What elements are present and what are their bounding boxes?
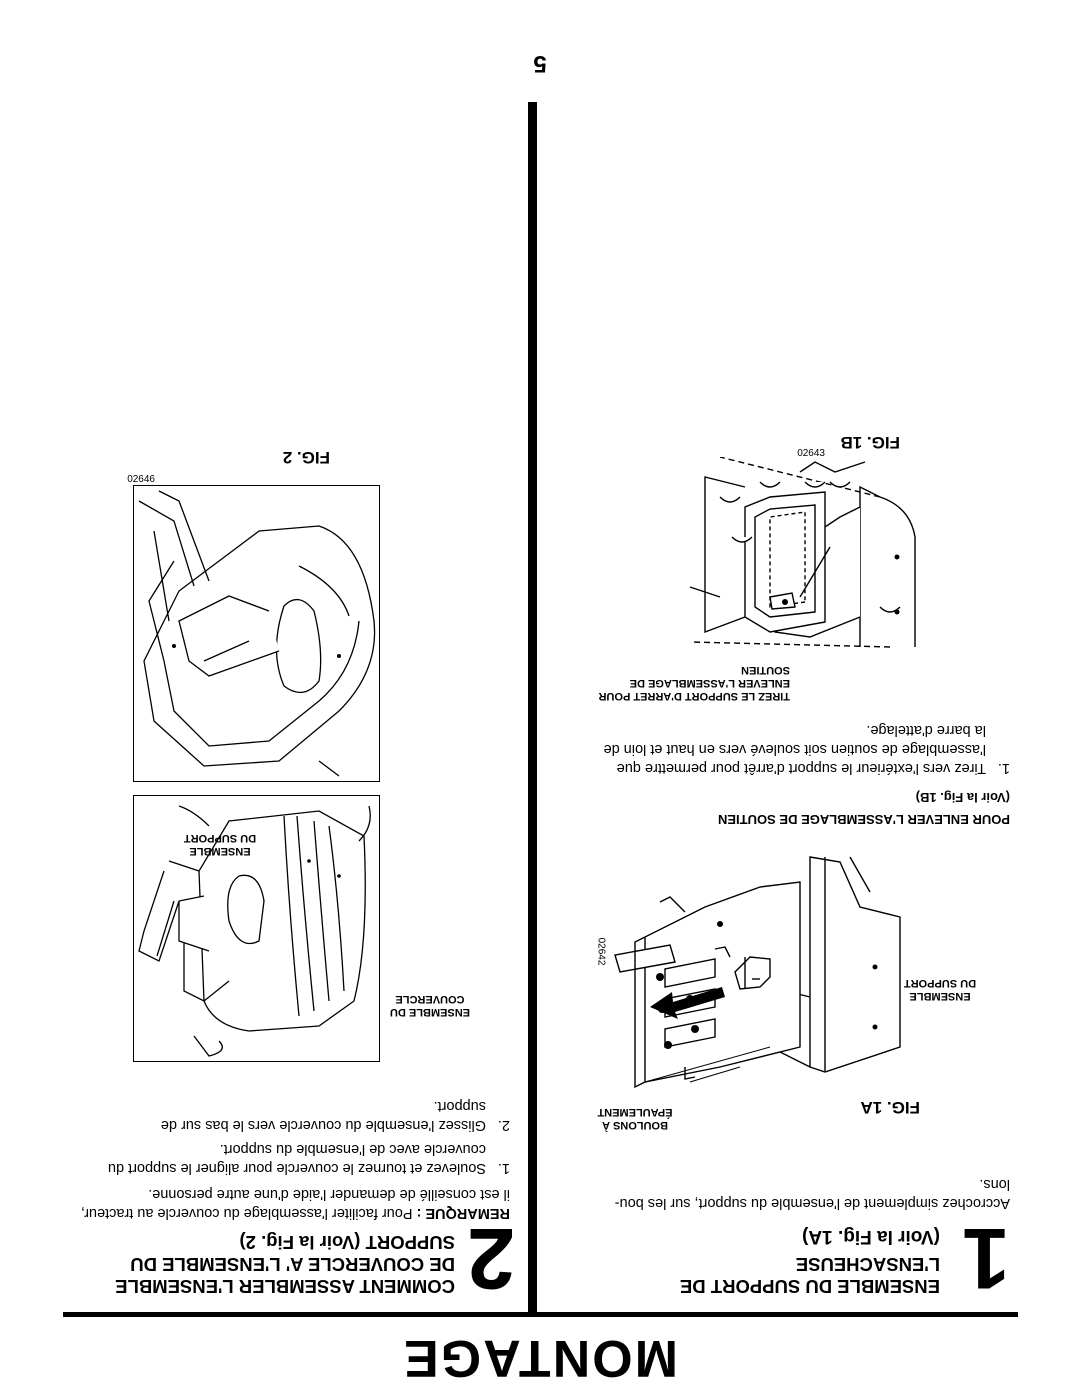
- page-number: 5: [533, 50, 547, 77]
- callout-pull-stop: TIREZ LE SUPPORT D'ARRET POUR ENLEVER L'…: [598, 664, 790, 702]
- callout-support-assembly: ENSEMBLE DU SUPPORT: [903, 977, 977, 1002]
- fig1a-part-number: 02642: [595, 937, 607, 966]
- fig2-label: FIG. 2: [282, 448, 330, 467]
- bagger-support-illustration: [614, 856, 901, 1089]
- fig2-part-number: 02646: [127, 474, 155, 485]
- cover-assembled-illustration: [138, 490, 376, 777]
- fig1b-part-number: 02643: [797, 448, 825, 459]
- section2-number: 2: [467, 1210, 515, 1306]
- callout-support-assembly-2: ENSEMBLE DU SUPPORT: [183, 832, 257, 857]
- figure-2: [133, 485, 380, 782]
- title-rule: [63, 1312, 1018, 1317]
- section1-text: Accrochez simplement de l'ensemble du su…: [614, 1176, 1010, 1211]
- callout-cover-assembly: ENSEMBLE DU COUVERCLE: [389, 993, 471, 1018]
- section1-number: 1: [962, 1210, 1010, 1306]
- section1-subheading: (Voir la Fig. 1A): [802, 1226, 940, 1247]
- remove-subheading: (Voir la Fig. 1B): [915, 790, 1010, 805]
- section2-remark: REMARQUE : Pour faciliter l'assemblage d…: [80, 1186, 510, 1221]
- direction-arrow-icon: [650, 987, 725, 1019]
- figure-1a: FIG. 1A 02642: [560, 847, 920, 1117]
- column-divider: [528, 102, 537, 1312]
- figure-cover-install: [133, 795, 380, 1062]
- support-removal-illustration: [689, 456, 916, 648]
- remove-step-1: 1. Tirez vers l'extérieur le support d'a…: [603, 722, 1010, 776]
- fig1b-label: FIG. 1B: [840, 433, 900, 452]
- section1-heading: ENSEMBLE DU SUPPORT DE L'ENSACHEUSE: [679, 1254, 940, 1297]
- figure-1b: 02643: [685, 448, 920, 657]
- section2-step-2: 2. Glissez l'ensemble du couvercle vers …: [160, 1098, 510, 1133]
- callout-shoulder-bolts: BOULONS À ÉPAULEMENT: [597, 1106, 673, 1131]
- fig1a-label: FIG. 1A: [860, 1098, 920, 1117]
- cover-install-illustration: [138, 805, 371, 1057]
- page-title: MONTAGE: [402, 1329, 678, 1387]
- section2-heading: COMMENT ASSEMBLER L'ENSEMBLE DE COUVERCL…: [115, 1232, 455, 1297]
- remove-heading: POUR ENLEVER L'ASSEMBLAGE DE SOUTIEN: [717, 812, 1010, 827]
- section2-step-1: 1. Soulevez et tournez le couvercle pour…: [107, 1141, 510, 1176]
